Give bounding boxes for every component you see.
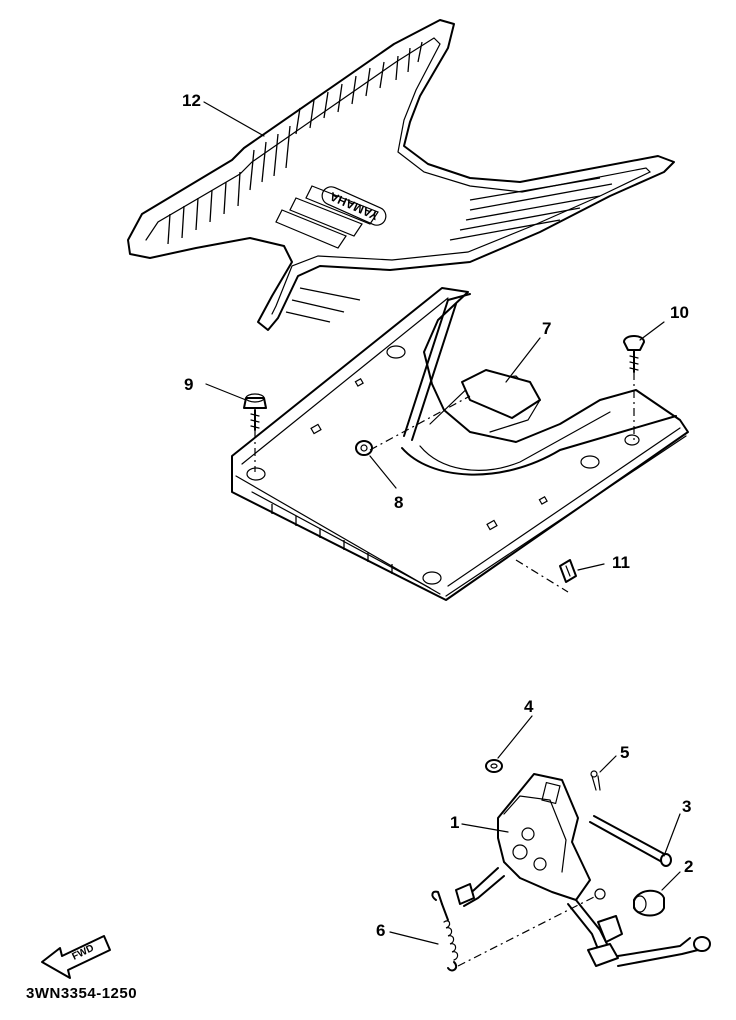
callout-3: 3 (682, 797, 691, 816)
callout-10: 10 (670, 303, 689, 322)
callout-1: 1 (450, 813, 459, 832)
stand-shaft (589, 815, 672, 867)
callout-4: 4 (524, 697, 534, 716)
cotter-pin (590, 770, 601, 791)
floor-board (231, 287, 689, 601)
stand-stopper (633, 889, 665, 917)
callout-11: 11 (612, 553, 630, 572)
washer (485, 759, 503, 773)
callout-12: 12 (182, 91, 201, 110)
callout-5: 5 (620, 743, 629, 762)
mat-ribs (167, 41, 613, 323)
screw-10 (623, 335, 645, 373)
mat-pads (275, 185, 379, 249)
callout-2: 2 (684, 857, 693, 876)
clip-11 (559, 559, 577, 583)
callout-6: 6 (376, 921, 385, 940)
footrest-mat: YAMAHA (127, 19, 675, 331)
callout-9: 9 (184, 375, 193, 394)
assembly-lines (254, 372, 635, 967)
callout-7: 7 (542, 319, 551, 338)
floor-ribs (271, 504, 393, 574)
nut-8 (355, 440, 373, 456)
leader-lines (203, 101, 681, 945)
stand-spring (431, 890, 459, 972)
callout-8: 8 (394, 493, 403, 512)
forward-arrow-icon: FWD (41, 935, 111, 979)
center-stand (455, 773, 711, 967)
callout-numbers: 12 7 10 9 8 11 4 5 3 1 2 6 (182, 91, 693, 940)
drawing-code: 3WN3354-1250 (26, 985, 137, 1002)
screw-9 (243, 393, 267, 431)
